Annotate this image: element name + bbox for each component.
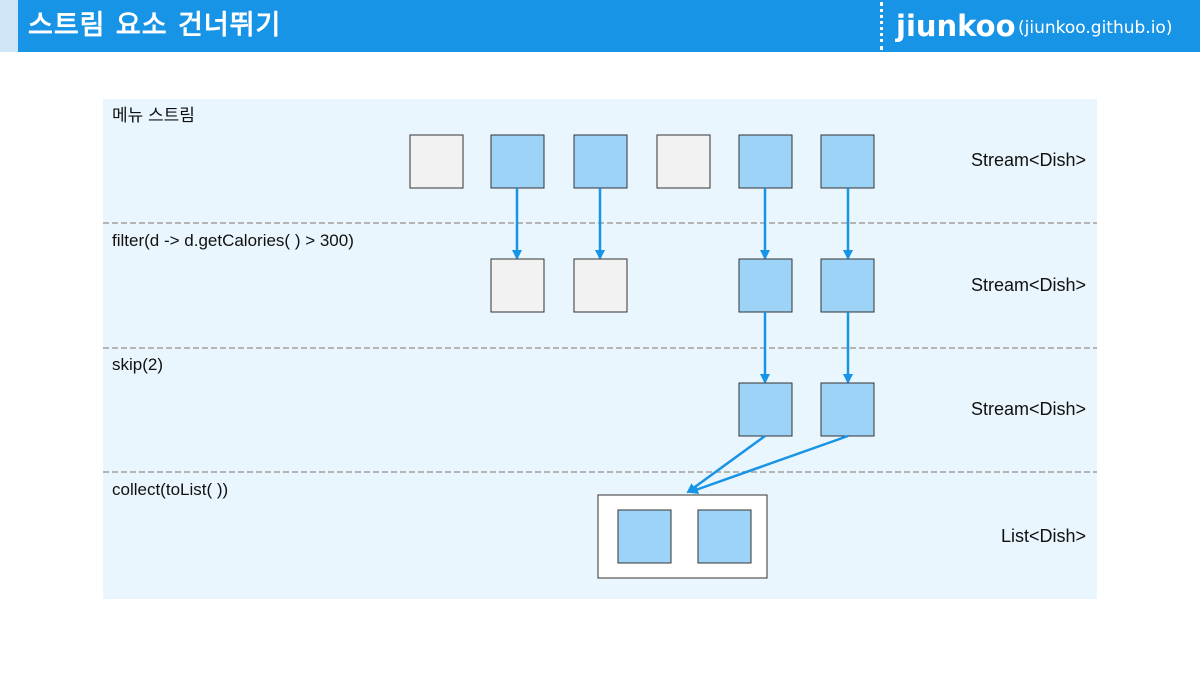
header-divider	[880, 2, 883, 50]
brand-url: (jiunkoo.github.io)	[1018, 18, 1173, 38]
dish-box-selected	[697, 509, 752, 564]
dish-box-skipped	[573, 258, 628, 313]
flow-arrow	[688, 434, 849, 495]
dish-box-selected	[738, 134, 793, 189]
stage-label-skip: skip(2)	[112, 355, 164, 374]
stage-type-collect: List<Dish>	[1000, 526, 1086, 546]
header-bar: 스트림 요소 건너뛰기 jiunkoo (jiunkoo.github.io)	[0, 0, 1200, 52]
stage-type-menu-stream: Stream<Dish>	[970, 150, 1086, 170]
dish-box-selected	[490, 134, 545, 189]
header-accent	[0, 0, 18, 52]
page-title: 스트림 요소 건너뛰기	[28, 10, 282, 41]
flow-arrow	[686, 434, 766, 494]
stage-type-filter: Stream<Dish>	[970, 275, 1086, 295]
brand-name: jiunkoo	[896, 9, 1016, 43]
dish-box-selected	[738, 382, 793, 437]
dish-box-skipped	[490, 258, 545, 313]
dish-box-selected	[617, 509, 672, 564]
dish-box-selected	[820, 134, 875, 189]
dish-box-unselected	[409, 134, 464, 189]
dish-box-selected	[820, 382, 875, 437]
stage-label-filter: filter(d -> d.getCalories( ) > 300)	[112, 231, 354, 250]
stage-label-menu-stream: 메뉴 스트림	[112, 106, 195, 125]
stage-type-skip: Stream<Dish>	[970, 399, 1086, 419]
dish-box-selected	[573, 134, 628, 189]
stage-label-collect: collect(toList( ))	[112, 480, 229, 499]
dish-box-selected	[738, 258, 793, 313]
dish-box-unselected	[656, 134, 711, 189]
dish-box-selected	[820, 258, 875, 313]
